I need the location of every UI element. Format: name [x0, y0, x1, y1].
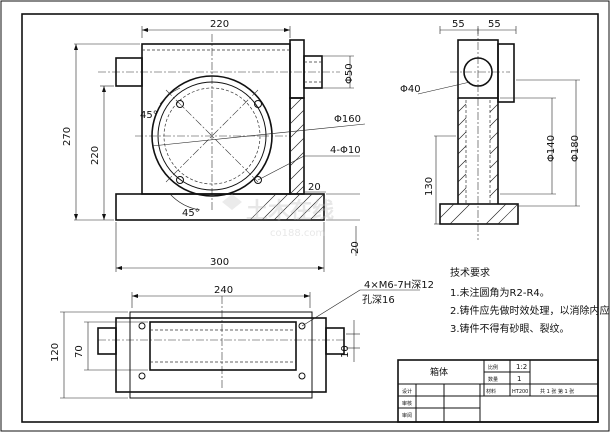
row-label: 设计 — [402, 388, 412, 395]
tapped-hole — [298, 372, 306, 380]
bore-outer-circle — [151, 75, 273, 197]
top-inner-cavity — [149, 321, 297, 371]
side-view: 55 55 Φ40 Φ140 Φ180 130 — [400, 19, 581, 240]
dim-height-total: 270 — [62, 127, 73, 146]
front-view: 220 270 220 300 Φ50 Φ160 4-Φ10 20 — [62, 19, 366, 272]
dim-top-width: 240 — [214, 285, 233, 296]
angle-bottom: 45° — [182, 208, 200, 219]
dim-d180: Φ180 — [570, 135, 581, 162]
thread-note-1: 4×M6-7H深12 — [364, 279, 434, 291]
top-view: 240 120 70 10 4×M6-7H深12 孔深16 — [50, 279, 434, 399]
front-base-outline — [115, 193, 325, 221]
scale-label: 比例 — [488, 364, 498, 371]
side-small-bore — [463, 57, 493, 87]
tech-req-item: 3.铸件不得有砂眼、裂纹。 — [450, 322, 570, 335]
dim-wall: 20 — [308, 182, 321, 193]
tech-requirements: 技术要求 1.未注圆角为R2-R4。 2.铸件应先做时效处理，以消除内应力。 3… — [450, 266, 610, 335]
qty-value: 1 — [517, 375, 521, 383]
scale-value: 1:2 — [516, 363, 527, 371]
dim-h130: 130 — [424, 177, 435, 196]
top-outer-outline — [115, 317, 327, 393]
row-label: 审阅 — [402, 412, 412, 419]
dim-base: 20 — [350, 241, 361, 254]
bolt-hole — [254, 176, 262, 184]
thread-note-2: 孔深16 — [362, 294, 395, 306]
bolt-hole — [176, 100, 184, 108]
tapped-hole — [138, 322, 146, 330]
side-base-outline — [439, 203, 519, 225]
tech-req-item: 1.未注圆角为R2-R4。 — [450, 286, 550, 299]
tech-req-item: 2.铸件应先做时效处理，以消除内应力。 — [450, 304, 610, 317]
tech-req-title: 技术要求 — [450, 266, 490, 279]
material-label: 材料 — [486, 388, 496, 395]
dim-width-top: 220 — [210, 19, 229, 30]
watermark-logo-icon — [222, 194, 242, 210]
tapped-hole — [138, 372, 146, 380]
part-name: 箱体 — [430, 366, 448, 378]
sheet-text: 共 1 张 第 1 张 — [540, 388, 574, 395]
row-label: 审核 — [402, 400, 412, 407]
dim-top-right: 55 — [488, 19, 501, 30]
qty-label: 数量 — [488, 376, 498, 383]
dim-bore-dia: Φ160 — [334, 114, 361, 125]
dim-width-base: 300 — [210, 257, 229, 268]
tapped-hole — [298, 322, 306, 330]
dim-top-left: 55 — [452, 19, 465, 30]
angle-top: 45° — [140, 110, 158, 121]
dim-height-body: 220 — [90, 146, 101, 165]
dim-d140: Φ140 — [546, 135, 557, 162]
watermark-url: co188.com — [270, 228, 325, 239]
dim-small-bore: Φ40 — [400, 84, 421, 95]
material-value: HT200 — [512, 389, 528, 395]
bolt-hole — [254, 100, 262, 108]
dim-holes: 4-Φ10 — [330, 145, 361, 156]
dim-h120: 120 — [50, 343, 61, 362]
watermark-name: 土木在线 — [246, 198, 334, 224]
sheet-inner-border — [21, 13, 599, 423]
bolt-hole — [176, 176, 184, 184]
watermark-logo: 土木在线 co188.com — [222, 194, 334, 239]
dim-boss-dia: Φ50 — [344, 63, 355, 84]
dim-d10: 10 — [340, 345, 351, 358]
title-block: 箱体 比例 1:2 数量 1 材料 HT200 共 1 张 第 1 张 设计 审… — [397, 359, 599, 423]
dim-h70: 70 — [74, 345, 85, 358]
